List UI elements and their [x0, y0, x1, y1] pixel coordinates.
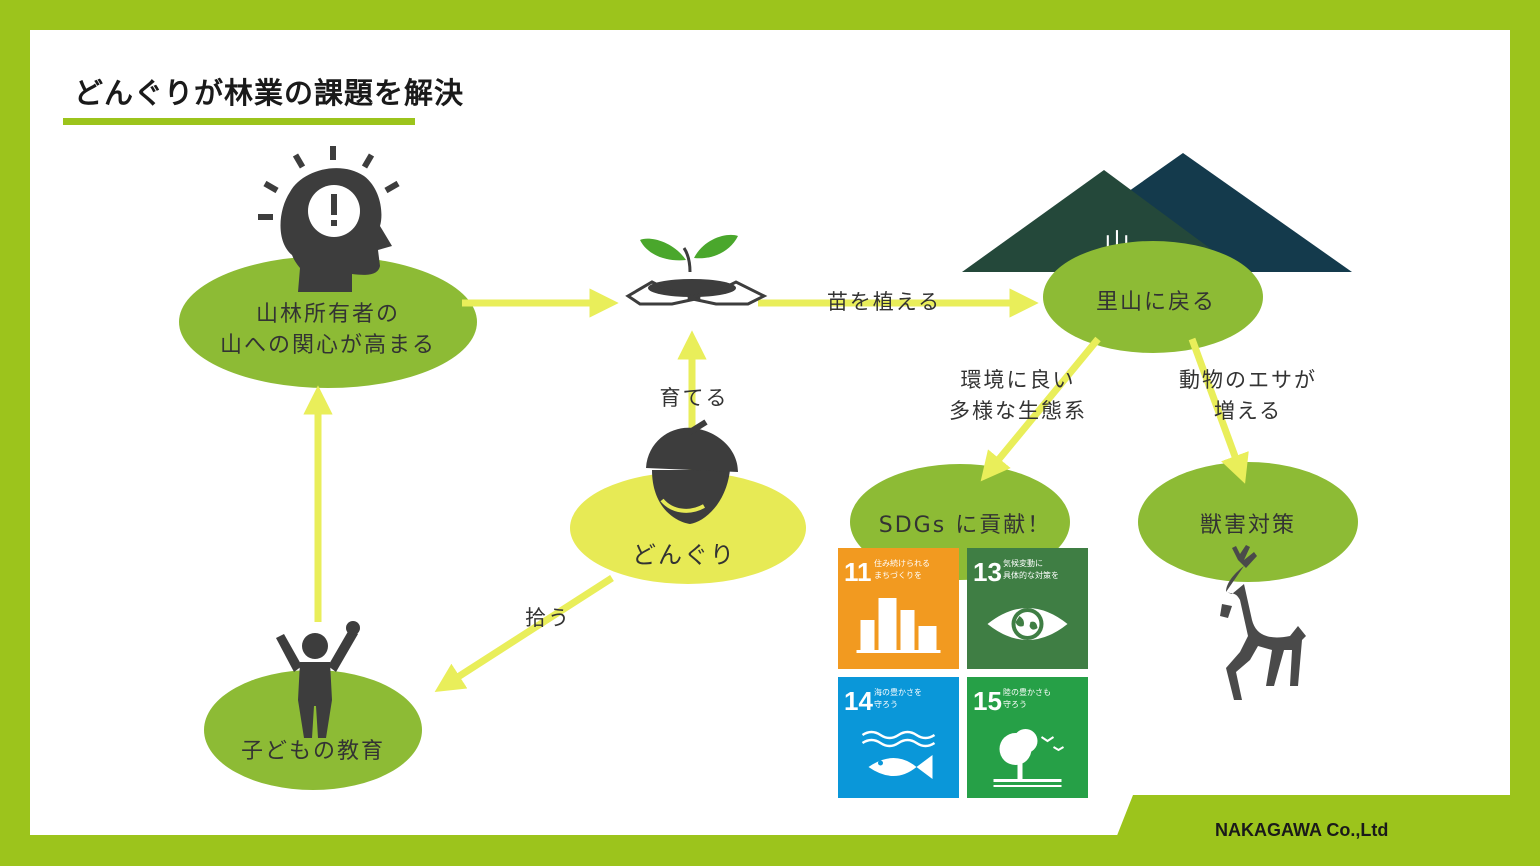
acorn-label: どんぐり [632, 541, 736, 569]
page-title: どんぐりが林業の課題を解決 [74, 76, 465, 110]
arrow-satoyama-to-wildlife [1188, 337, 1249, 484]
wildlife-node [1138, 462, 1358, 582]
idea-head-icon [258, 146, 400, 292]
edge-label-eco-line2: 多様な生態系 [949, 399, 1087, 423]
satoyama-label: 里山に戻る [1096, 290, 1216, 315]
sdg-label-line1: 住み続けられる [874, 558, 930, 568]
fish-icon [861, 730, 936, 779]
sdg-label-line2: まちづくりを [874, 571, 922, 580]
deer-icon [1220, 545, 1306, 700]
sdg-label-line2: 守ろう [1003, 699, 1027, 709]
title-underline [63, 118, 415, 125]
sdg-number: 15 [973, 686, 1002, 716]
sdg-number: 11 [844, 557, 872, 587]
sprout-hands-icon [625, 234, 768, 306]
sdg-number: 14 [844, 686, 873, 716]
acorn-node [570, 472, 806, 584]
edge-label-grow: 育てる [660, 386, 729, 410]
arrow-satoyama-to-sdgs [980, 336, 1101, 482]
education-label: 子どもの教育 [241, 739, 385, 764]
owners-line1: 山林所有者の [256, 302, 400, 327]
wildlife-label: 獣害対策 [1200, 513, 1296, 538]
sdg-label-line1: 気候変動に [1003, 558, 1043, 568]
edge-label-pick: 拾う [525, 606, 571, 630]
eye-globe-icon [987, 608, 1068, 640]
edge-label-food-line2: 増える [1214, 399, 1282, 423]
owners-interest-node [179, 256, 477, 388]
arrow-acorn-to-education [434, 575, 614, 692]
acorn-icon [646, 419, 738, 524]
sdg-label-line1: 海の豊かさを [874, 687, 922, 697]
sdg-label-line2: 具体的な対策を [1003, 570, 1059, 580]
footer-band [1105, 795, 1540, 866]
sdg-label-line2: 守ろう [874, 699, 898, 709]
sdg-label-line1: 陸の豊かさも [1003, 687, 1051, 697]
city-icon [856, 598, 941, 653]
sdgs-label: SDGs に貢献！ [879, 513, 1051, 538]
tree-bird-icon [993, 729, 1065, 787]
edge-label-eco-line1: 環境に良い [961, 368, 1076, 392]
edge-label-food-line1: 動物のエサが [1179, 368, 1317, 392]
edge-label-plant: 苗を植える [827, 290, 941, 314]
education-node [204, 670, 422, 790]
sdg-number: 13 [973, 557, 1002, 587]
satoyama-node [1043, 241, 1263, 353]
company-name: NAKAGAWA Co.,Ltd [1215, 820, 1389, 840]
child-cheer-icon [276, 621, 360, 738]
owners-line2: 山への関心が高まる [220, 333, 436, 358]
